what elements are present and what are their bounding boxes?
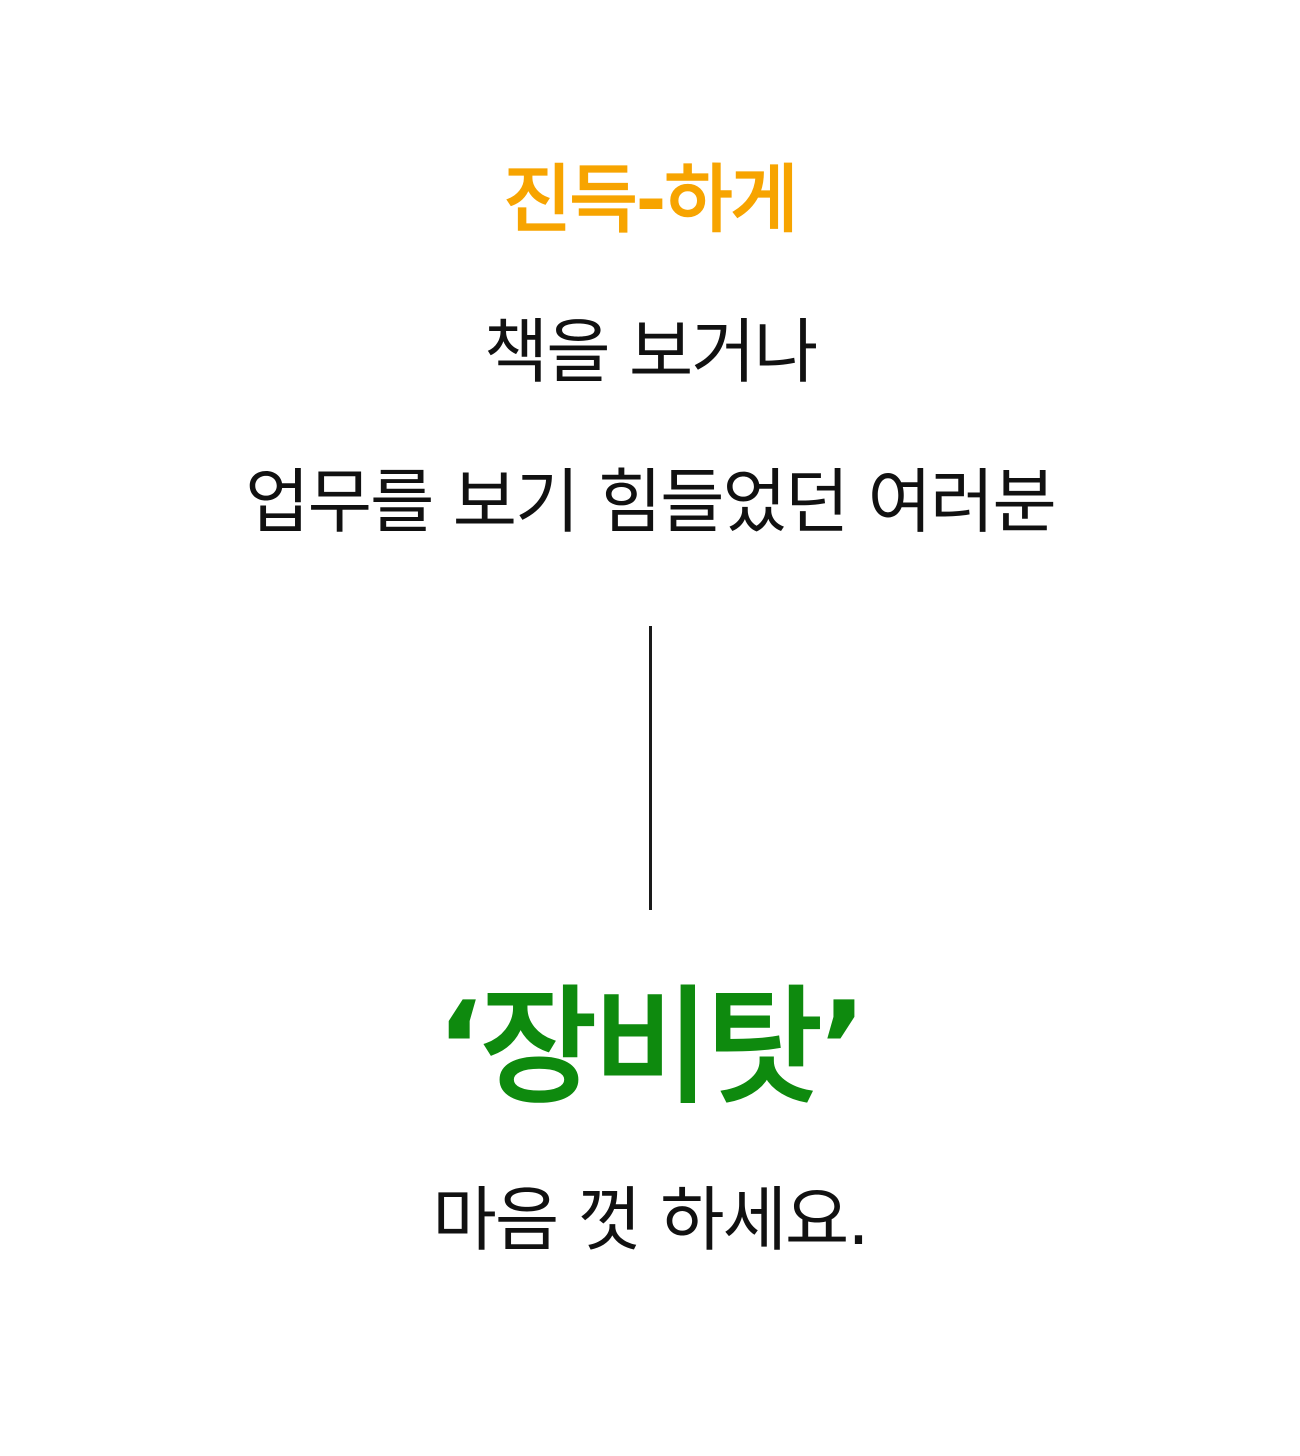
brand-title: ‘장비탓’	[435, 974, 868, 1121]
closing-text: 마음 껏 하세요.	[432, 1179, 869, 1261]
subtitle-line-2: 업무를 보기 힘들었던 여러분	[245, 461, 1057, 543]
vertical-divider	[649, 626, 652, 910]
subtitle-line-1: 책을 보거나	[483, 311, 818, 393]
heading-jindeuk: 진득-하게	[503, 157, 798, 243]
